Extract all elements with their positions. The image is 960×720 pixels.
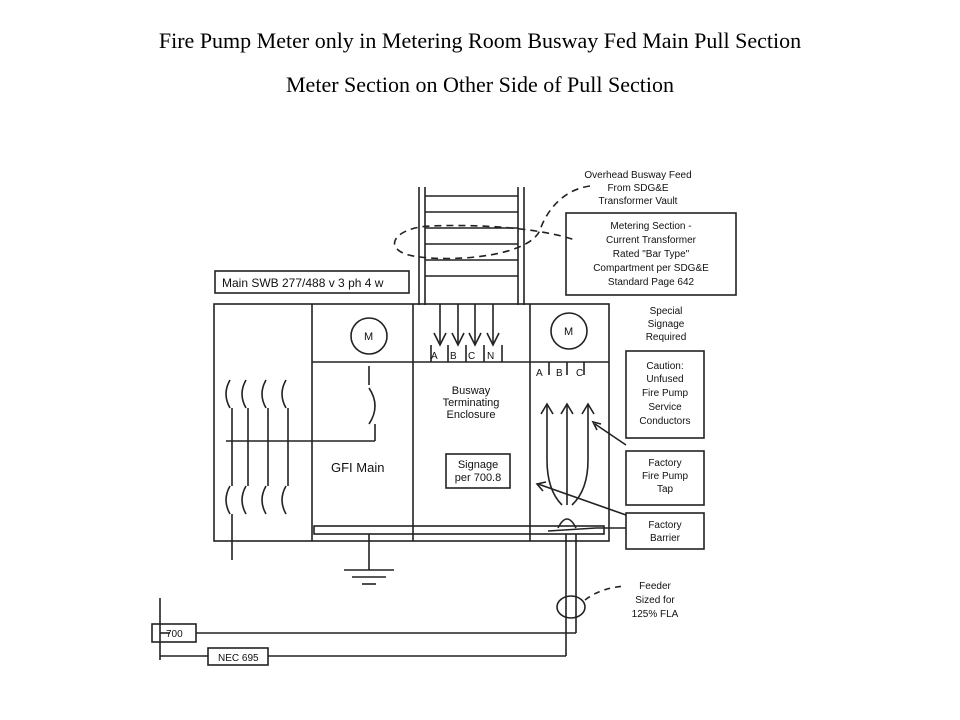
busway-phase-c: C [468, 351, 475, 362]
gfi-meter-symbol [350, 317, 388, 355]
svg-text:Caution:: Caution: [646, 361, 683, 372]
nec-700-box [151, 623, 197, 643]
svg-text:Rated "Bar Type": Rated "Bar Type" [613, 249, 690, 260]
signage-box [445, 453, 511, 489]
factory-barrier-box [625, 512, 705, 550]
main-swb-label: Main SWB 277/488 v 3 ph 4 w [222, 276, 384, 290]
svg-text:Special: Special [650, 306, 683, 317]
gfi-main-breaker [368, 366, 376, 441]
nec-695-box [207, 647, 269, 666]
svg-text:Factory: Factory [648, 458, 681, 469]
svg-text:Unfused: Unfused [646, 374, 683, 385]
svg-text:Feeder: Feeder [639, 581, 671, 592]
feeder-sizing-ellipse [556, 595, 586, 619]
fire-pump-meter-symbol [550, 312, 588, 350]
factory-tap-box [625, 450, 705, 506]
busway-phase-arrows [430, 304, 503, 362]
svg-text:Signage: Signage [458, 459, 498, 471]
svg-text:From SDG&E: From SDG&E [607, 183, 668, 194]
factory-barrier-label: Factory Barrier [648, 520, 681, 544]
svg-text:Standard Page 642: Standard Page 642 [608, 277, 695, 288]
busway-phase-b: B [450, 351, 457, 362]
svg-text:Fire Pump: Fire Pump [642, 471, 689, 482]
feeder-label: Feeder Sized for 125% FLA [632, 581, 679, 620]
metering-ct-dashed-loop [393, 185, 591, 260]
svg-text:Tap: Tap [657, 484, 674, 495]
busway-enclosure-label: Busway Terminating Enclosure [443, 385, 500, 421]
svg-text:Current Transformer: Current Transformer [606, 235, 697, 246]
svg-text:Conductors: Conductors [639, 416, 690, 427]
special-signage-label: Special Signage Required [646, 306, 687, 343]
caution-label: Caution: Unfused Fire Pump Service Condu… [639, 361, 690, 427]
switchboard-outline [213, 303, 610, 542]
neutral-bus-bar [313, 525, 605, 535]
svg-text:Transformer Vault: Transformer Vault [599, 196, 678, 207]
svg-text:Required: Required [646, 332, 687, 343]
nec-700-label: 700 [166, 629, 183, 640]
diagram-subtitle: Meter Section on Other Side of Pull Sect… [286, 72, 674, 97]
svg-text:Signage: Signage [648, 319, 685, 330]
gfi-main-label: GFI Main [331, 460, 384, 475]
fire-pump-tap-conductors [540, 362, 595, 529]
factory-tap-label: Factory Fire Pump Tap [642, 458, 689, 495]
svg-text:Service: Service [648, 402, 682, 413]
svg-text:Barrier: Barrier [650, 533, 681, 544]
overhead-busway [418, 187, 525, 305]
outgoing-feeders [159, 514, 577, 660]
gfi-meter-label: M [364, 331, 373, 343]
svg-text:Sized for: Sized for [635, 595, 675, 606]
overhead-feed-label: Overhead Busway Feed From SDG&E Transfor… [584, 170, 691, 207]
nec-695-label: NEC 695 [218, 653, 259, 664]
svg-text:Enclosure: Enclosure [447, 409, 496, 421]
caution-box [625, 350, 705, 439]
svg-text:Overhead Busway Feed: Overhead Busway Feed [584, 170, 691, 181]
metering-section-box [565, 212, 737, 296]
diagram-title: Fire Pump Meter only in Metering Room Bu… [158, 28, 802, 53]
ground-symbol [344, 534, 394, 585]
meter-phase-a: A [536, 368, 543, 379]
fire-pump-meter-label: M [564, 326, 573, 338]
svg-text:125% FLA: 125% FLA [632, 609, 679, 620]
busway-phase-a: A [431, 351, 438, 362]
svg-text:Compartment per SDG&E: Compartment per SDG&E [593, 263, 709, 274]
main-swb-label-box [214, 270, 410, 294]
breaker-array [225, 379, 375, 515]
metering-section-label: Metering Section - Current Transformer R… [593, 221, 709, 288]
svg-text:Fire Pump: Fire Pump [642, 388, 689, 399]
busway-phase-n: N [487, 351, 494, 362]
meter-phase-b: B [556, 368, 563, 379]
meter-phase-c: C [576, 368, 583, 379]
svg-text:Factory: Factory [648, 520, 681, 531]
leader-arrows [535, 420, 627, 532]
svg-text:per 700.8: per 700.8 [455, 472, 501, 484]
svg-text:Terminating: Terminating [443, 397, 500, 409]
svg-text:Busway: Busway [452, 385, 491, 397]
signage-label: Signage per 700.8 [455, 459, 501, 484]
svg-text:Metering Section -: Metering Section - [610, 221, 691, 232]
